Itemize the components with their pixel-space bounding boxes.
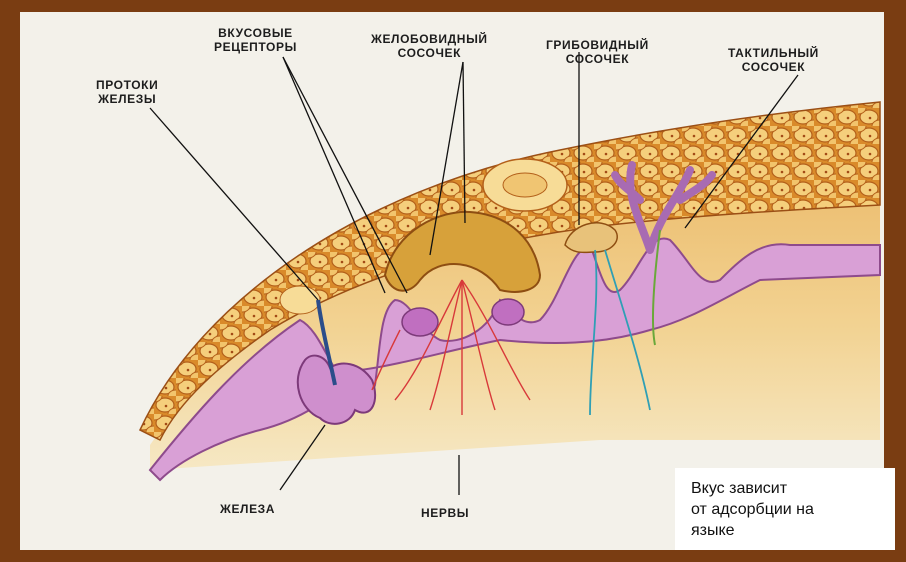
label-fungiform-papilla: ГРИБОВИДНЫЙ СОСОЧЕК: [546, 38, 649, 66]
label-gland: ЖЕЛЕЗА: [220, 502, 275, 516]
label-nerves: НЕРВЫ: [421, 506, 469, 520]
caption-note: Вкус зависит от адсорбции на языке: [675, 468, 895, 550]
label-tactile-papilla: ТАКТИЛЬНЫЙ СОСОЧЕК: [728, 46, 819, 74]
label-grooved-papilla: ЖЕЛОБОВИДНЫЙ СОСОЧЕК: [371, 32, 488, 60]
label-ducts: ПРОТОКИ ЖЕЛЕЗЫ: [96, 78, 158, 106]
label-taste-receptors: ВКУСОВЫЕ РЕЦЕПТОРЫ: [214, 26, 297, 54]
